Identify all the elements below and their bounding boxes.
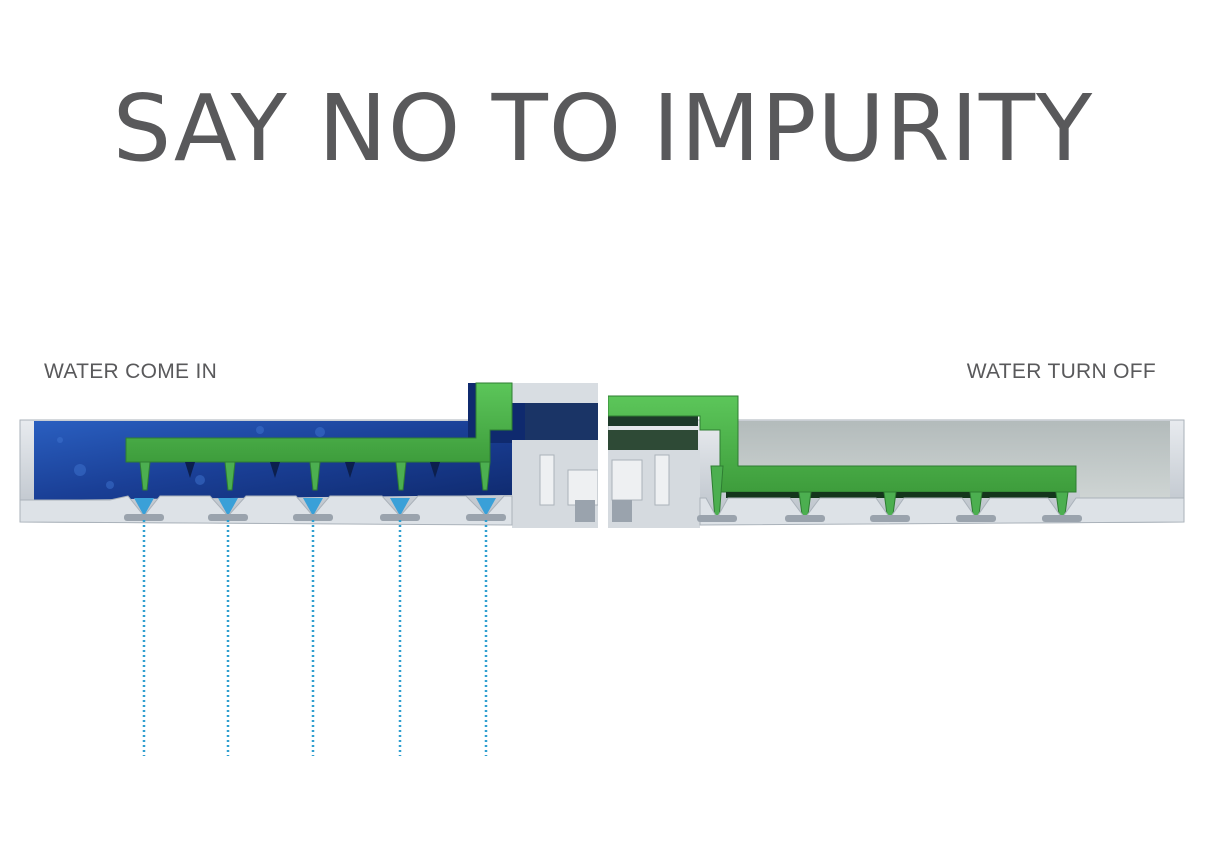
water-come-in-label: WATER COME IN: [44, 360, 218, 383]
left-floor: [19, 495, 513, 526]
page-title: SAY NO TO IMPURITY: [112, 75, 1094, 182]
water-turn-off-label: WATER TURN OFF: [966, 360, 1156, 383]
right-floor: [699, 497, 1185, 526]
water-streams: [142, 520, 488, 756]
left-green-plate: [125, 382, 513, 463]
panel-divider: [598, 378, 608, 538]
left-drip-nozzles: [134, 498, 496, 516]
right-valve-closed: [607, 395, 1185, 528]
water-bubbles: [57, 426, 325, 489]
left-valve-open: [19, 382, 599, 528]
left-green-pins: [139, 461, 491, 491]
